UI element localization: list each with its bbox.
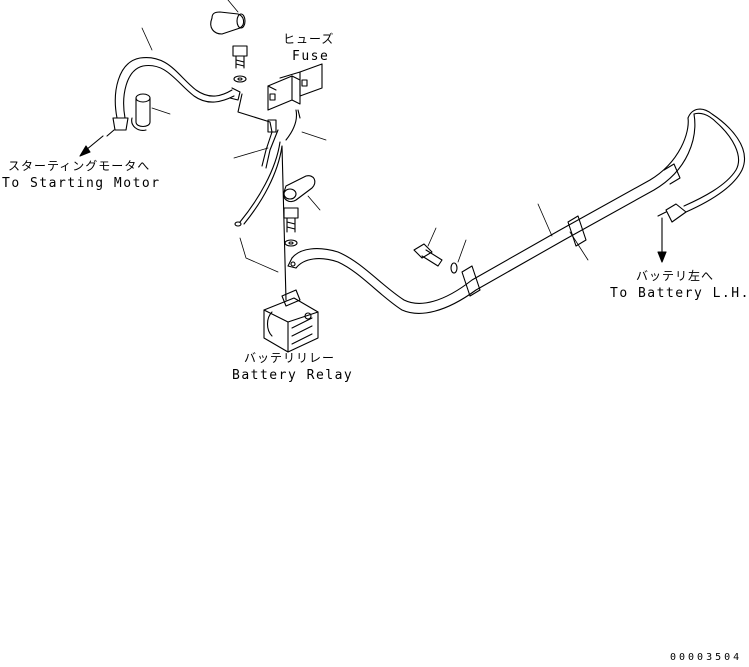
- fuse-label-en: Fuse: [292, 49, 329, 64]
- terminal-boot-left: [131, 93, 151, 131]
- leader-lines: [141, 0, 589, 273]
- fuse-harness: [234, 93, 301, 301]
- arrow-to-battery: [657, 217, 667, 263]
- top-boot: [210, 11, 246, 35]
- fuse-block: [267, 63, 323, 111]
- starter-label-en: To Starting Motor: [2, 176, 161, 191]
- arrow-to-starter: [79, 135, 104, 157]
- middle-bolt: [283, 207, 299, 247]
- fuse-label-jp: ヒューズ: [283, 31, 334, 46]
- cable-clamp-bolt: [413, 243, 458, 274]
- battery-label-jp: バッテリ左へ: [636, 268, 714, 283]
- drawing-code: 00003504: [670, 652, 742, 663]
- battery-label-en: To Battery L.H.: [610, 286, 749, 301]
- relay-label-jp: バッテリリレー: [244, 351, 335, 365]
- battery-relay: [263, 289, 319, 353]
- main-battery-cable: [287, 108, 745, 314]
- relay-label-en: Battery Relay: [232, 368, 353, 383]
- top-bolt: [232, 45, 248, 83]
- starter-label-jp: スターティングモータへ: [8, 159, 150, 173]
- middle-boot: [283, 175, 316, 203]
- starter-cable: [106, 57, 241, 137]
